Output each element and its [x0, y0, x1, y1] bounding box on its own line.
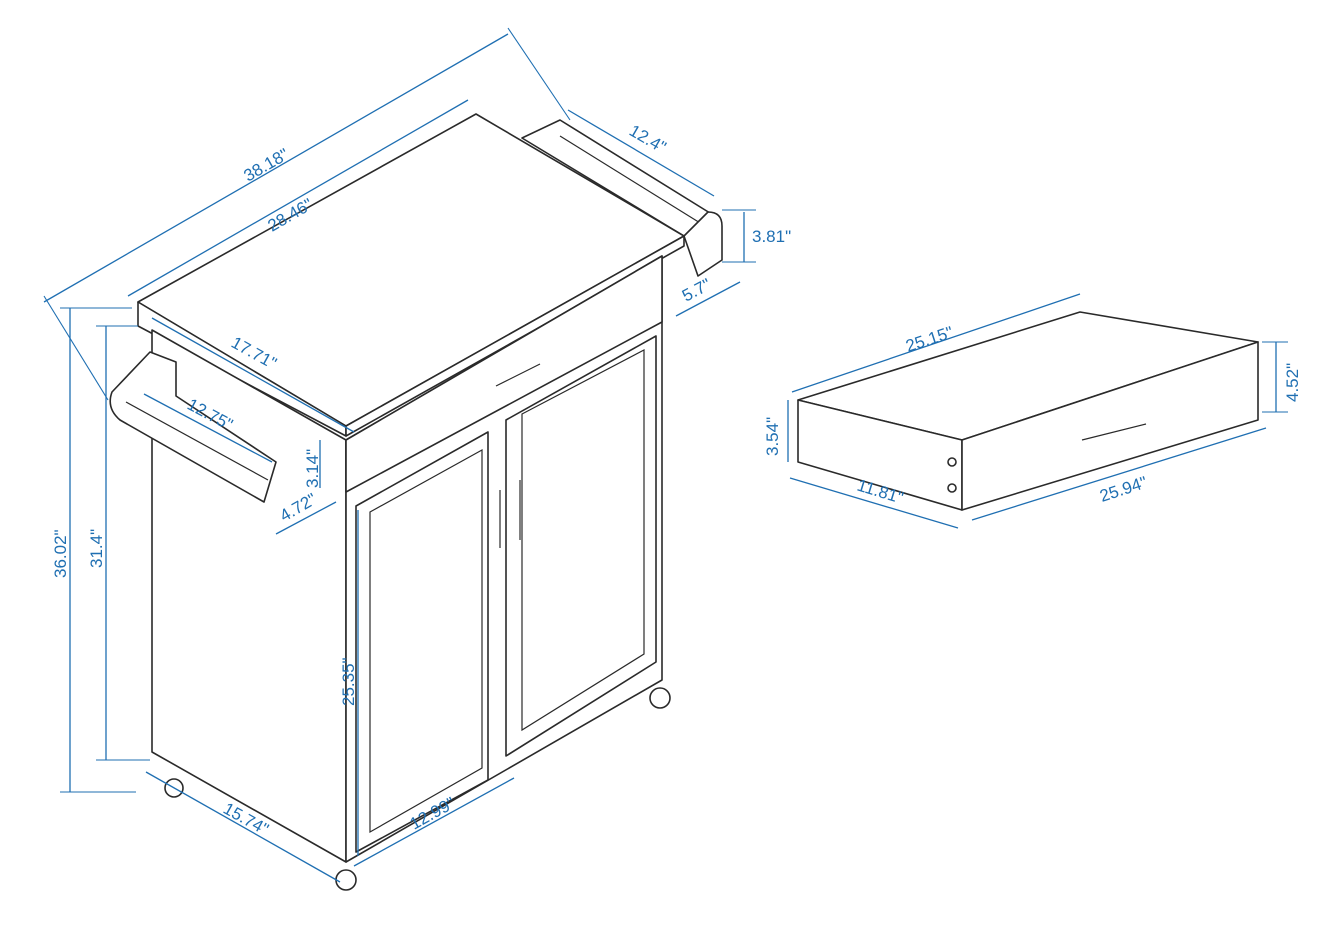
label-rear-bar-length: 12.4": [626, 121, 669, 157]
left-door: [355, 431, 489, 853]
side-towel-bar: [109, 351, 277, 503]
label-drawer-depth: 25.15": [903, 323, 955, 356]
countertop-side-edge: [345, 235, 685, 437]
drawer-handle: [1081, 423, 1147, 441]
drawer-box: [797, 311, 1259, 511]
label-drawer-rear-height: 4.52": [1283, 363, 1302, 402]
caster-back-right: [649, 687, 671, 709]
label-bar-projection: 5.7": [679, 275, 714, 306]
kitchen-cart: [109, 113, 723, 891]
label-drawer-front-height: 3.14": [303, 449, 322, 488]
label-door-height: 25.35": [339, 657, 358, 706]
caster-front-right: [335, 869, 357, 891]
right-door: [505, 335, 657, 757]
drawer-front-panel: [961, 341, 1259, 511]
label-body-height: 31.4": [87, 529, 106, 568]
rear-bar-end: [683, 211, 723, 277]
label-overall-length: 38.18": [241, 145, 293, 186]
label-bar-end-height: 3.81": [752, 227, 791, 246]
label-overall-height: 36.02": [51, 529, 70, 578]
label-drawer-side-height: 3.54": [763, 417, 782, 456]
drawer-front: [345, 255, 663, 493]
dimension-lines: [43, 27, 1288, 883]
